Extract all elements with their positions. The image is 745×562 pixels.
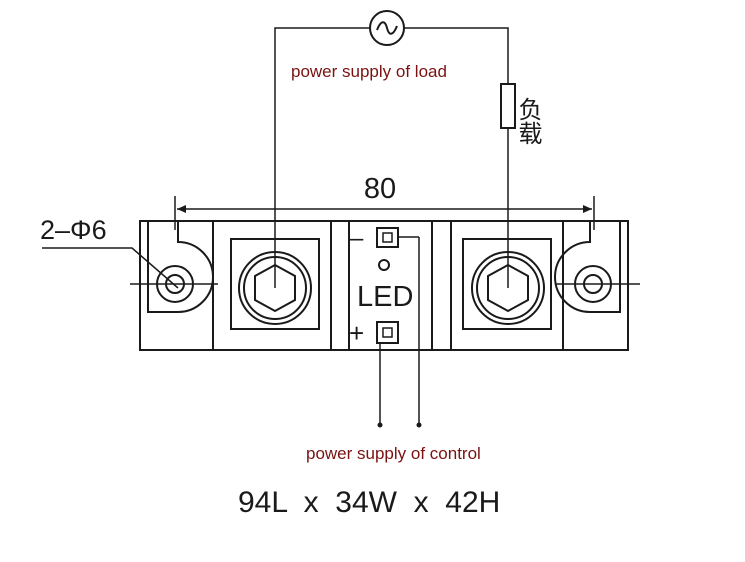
resistor-icon bbox=[500, 83, 516, 129]
width-dimension: 80 bbox=[174, 173, 595, 230]
minus-terminal bbox=[376, 227, 399, 248]
mounting-hole-label: 2–Φ6 bbox=[40, 215, 107, 245]
control-supply-label: power supply of control bbox=[306, 444, 481, 463]
plus-terminal bbox=[376, 321, 399, 344]
load-wire-top-right bbox=[404, 27, 509, 84]
led-label: LED bbox=[357, 281, 413, 313]
relay-body bbox=[139, 220, 629, 351]
minus-sign: – bbox=[350, 225, 364, 252]
ac-source-icon bbox=[369, 10, 405, 46]
hex-screw-terminal-icon bbox=[462, 238, 552, 330]
mounting-hole-callout: 2–Φ6 bbox=[40, 215, 179, 289]
left-mounting-hole bbox=[130, 221, 218, 313]
load-supply-label: power supply of load bbox=[291, 62, 447, 81]
size-label: 94L x 34W x 42H bbox=[238, 486, 500, 519]
led-indicator bbox=[378, 259, 390, 271]
load-circuit: power supply of load 负载 bbox=[274, 10, 542, 288]
load-label: 负载 bbox=[514, 97, 542, 145]
width-dimension-label: 80 bbox=[364, 173, 396, 205]
hex-screw-terminal-icon bbox=[230, 238, 320, 330]
control-section: – LED + bbox=[349, 225, 413, 348]
right-mounting-hole bbox=[554, 221, 640, 313]
load-wire-left bbox=[274, 27, 370, 288]
plus-sign: + bbox=[349, 318, 364, 348]
control-wires bbox=[377, 236, 422, 428]
